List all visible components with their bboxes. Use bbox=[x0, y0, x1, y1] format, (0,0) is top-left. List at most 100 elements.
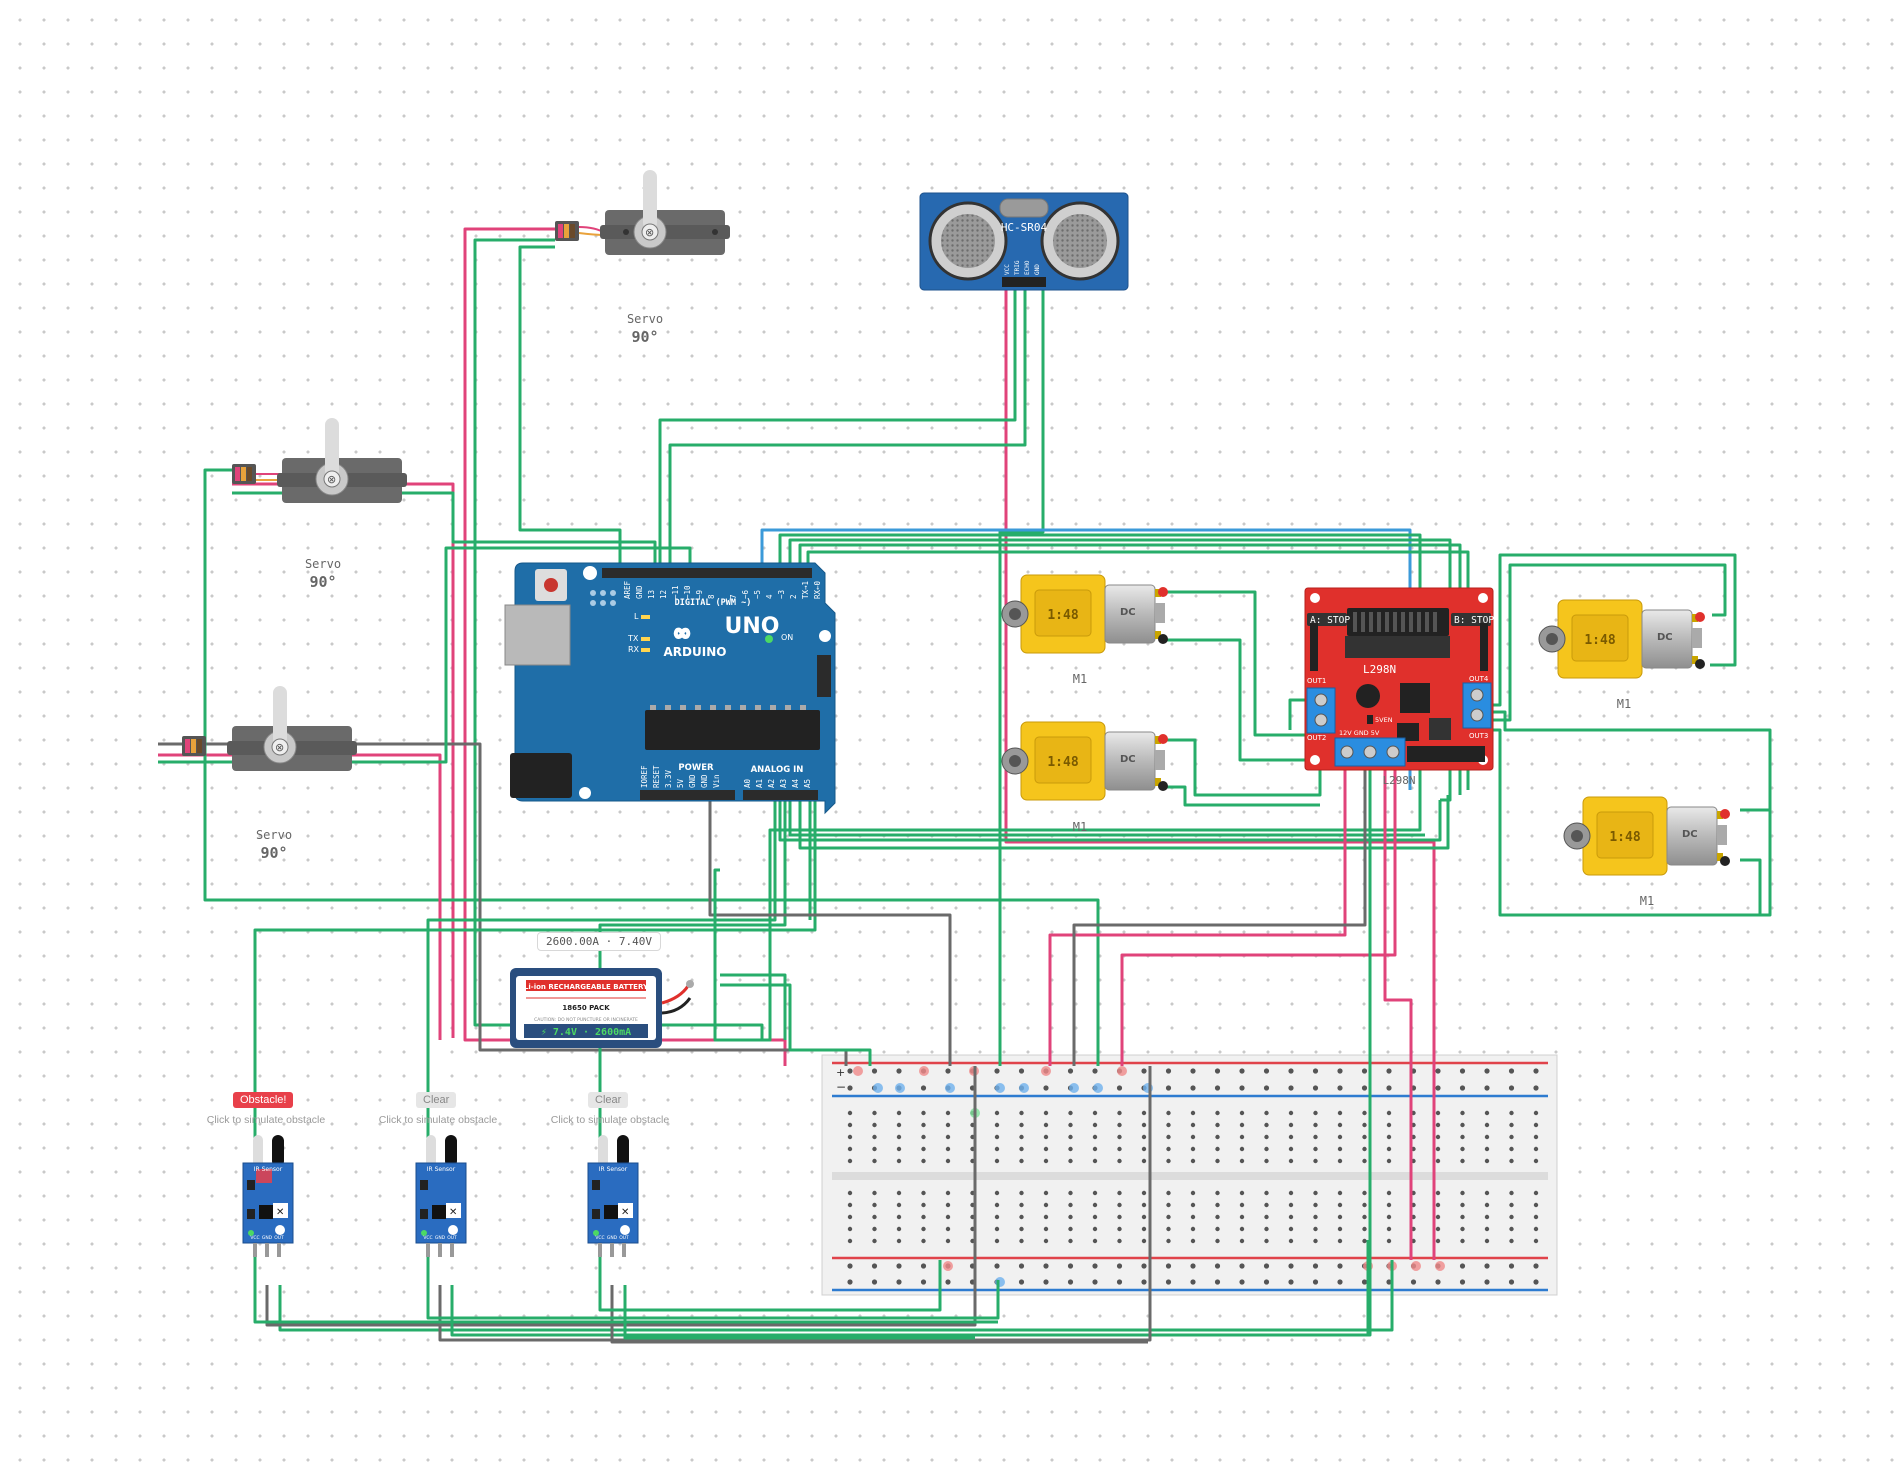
bb-hole[interactable] bbox=[1362, 1134, 1367, 1140]
wire[interactable] bbox=[158, 753, 442, 1040]
bb-hole[interactable] bbox=[1190, 1190, 1196, 1196]
wire[interactable] bbox=[1048, 765, 1347, 1066]
bb-hole[interactable] bbox=[1509, 1190, 1514, 1196]
bb-hole[interactable] bbox=[1068, 1226, 1073, 1232]
bb-hole[interactable] bbox=[1533, 1238, 1539, 1244]
bb-hole[interactable] bbox=[1092, 1068, 1098, 1074]
bb-hole[interactable] bbox=[1362, 1238, 1367, 1244]
bb-hole[interactable] bbox=[945, 1214, 951, 1220]
bb-hole[interactable] bbox=[945, 1158, 951, 1164]
bb-hole[interactable] bbox=[921, 1238, 926, 1244]
bb-hole[interactable] bbox=[896, 1190, 902, 1196]
wire[interactable] bbox=[798, 795, 1450, 850]
bb-hole[interactable] bbox=[1386, 1110, 1392, 1116]
bb-hole[interactable] bbox=[1460, 1202, 1465, 1208]
bb-hole[interactable] bbox=[1312, 1279, 1319, 1285]
bb-hole[interactable] bbox=[1264, 1146, 1269, 1152]
bb-hole[interactable] bbox=[1313, 1110, 1318, 1116]
wire[interactable] bbox=[158, 742, 848, 1066]
bb-hole[interactable] bbox=[1043, 1134, 1049, 1140]
bb-hole[interactable] bbox=[1165, 1085, 1172, 1091]
bb-hole[interactable] bbox=[847, 1134, 853, 1140]
bb-hole[interactable] bbox=[1508, 1263, 1515, 1269]
bb-hole[interactable] bbox=[994, 1214, 1000, 1220]
bb-hole[interactable] bbox=[1067, 1263, 1074, 1269]
bb-hole[interactable] bbox=[1460, 1110, 1465, 1116]
bb-hole[interactable] bbox=[1092, 1226, 1098, 1232]
bb-hole[interactable] bbox=[1288, 1190, 1294, 1196]
bb-hole[interactable] bbox=[1509, 1134, 1514, 1140]
wire[interactable] bbox=[598, 1260, 942, 1312]
bb-hole[interactable] bbox=[1166, 1226, 1171, 1232]
bb-hole[interactable] bbox=[1313, 1134, 1318, 1140]
bb-hole[interactable] bbox=[872, 1214, 877, 1220]
bb-hole[interactable] bbox=[920, 1279, 927, 1285]
bb-hole[interactable] bbox=[1239, 1279, 1245, 1285]
bb-hole[interactable] bbox=[1068, 1158, 1073, 1164]
bb-hole[interactable] bbox=[1215, 1226, 1220, 1232]
bb-hole[interactable] bbox=[1509, 1122, 1514, 1128]
bb-hole[interactable] bbox=[896, 1226, 902, 1232]
bb-hole[interactable] bbox=[1362, 1190, 1367, 1196]
bb-hole[interactable] bbox=[1337, 1158, 1343, 1164]
bb-hole[interactable] bbox=[1288, 1122, 1294, 1128]
bb-hole[interactable] bbox=[994, 1122, 1000, 1128]
bb-hole[interactable] bbox=[1215, 1134, 1220, 1140]
bb-hole[interactable] bbox=[1043, 1214, 1049, 1220]
bb-hole[interactable] bbox=[1509, 1226, 1514, 1232]
bb-hole[interactable] bbox=[1141, 1238, 1147, 1244]
bb-hole[interactable] bbox=[1362, 1110, 1367, 1116]
bb-hole[interactable] bbox=[847, 1214, 853, 1220]
bb-hole[interactable] bbox=[945, 1146, 951, 1152]
bb-hole[interactable] bbox=[1509, 1202, 1514, 1208]
motor-negative-terminal[interactable] bbox=[1158, 781, 1168, 791]
wire[interactable] bbox=[253, 1300, 998, 1324]
bb-hole[interactable] bbox=[1337, 1263, 1343, 1269]
bb-hole[interactable] bbox=[1018, 1263, 1025, 1269]
bb-hole[interactable] bbox=[1190, 1202, 1196, 1208]
bb-hole[interactable] bbox=[994, 1202, 1000, 1208]
bb-hole[interactable] bbox=[872, 1122, 877, 1128]
bb-hole[interactable] bbox=[1288, 1134, 1294, 1140]
bb-hole[interactable] bbox=[1313, 1202, 1318, 1208]
bb-hole[interactable] bbox=[1141, 1226, 1147, 1232]
bb-hole[interactable] bbox=[1460, 1122, 1465, 1128]
bb-hole[interactable] bbox=[1239, 1146, 1245, 1152]
bb-hole[interactable] bbox=[1190, 1146, 1196, 1152]
bb-hole[interactable] bbox=[1019, 1238, 1024, 1244]
bb-hole[interactable] bbox=[1117, 1146, 1122, 1152]
bb-hole[interactable] bbox=[1386, 1214, 1392, 1220]
bb-hole[interactable] bbox=[1043, 1279, 1049, 1285]
bb-hole[interactable] bbox=[1337, 1214, 1343, 1220]
bb-hole[interactable] bbox=[1117, 1134, 1122, 1140]
bb-hole[interactable] bbox=[1239, 1238, 1245, 1244]
bb-hole[interactable] bbox=[1435, 1122, 1441, 1128]
bb-hole[interactable] bbox=[1239, 1190, 1245, 1196]
bb-hole[interactable] bbox=[1141, 1158, 1147, 1164]
bb-hole[interactable] bbox=[872, 1134, 877, 1140]
bb-hole[interactable] bbox=[1019, 1122, 1024, 1128]
bb-hole[interactable] bbox=[1362, 1202, 1367, 1208]
bb-hole[interactable] bbox=[1264, 1238, 1269, 1244]
bb-hole[interactable] bbox=[1337, 1190, 1343, 1196]
bb-hole[interactable] bbox=[1214, 1263, 1221, 1269]
bb-hole[interactable] bbox=[1361, 1085, 1368, 1091]
bb-hole[interactable] bbox=[1116, 1085, 1123, 1091]
bb-hole[interactable] bbox=[1533, 1214, 1539, 1220]
wire[interactable] bbox=[998, 286, 1045, 1066]
bb-hole[interactable] bbox=[1239, 1214, 1245, 1220]
bb-hole[interactable] bbox=[872, 1238, 877, 1244]
wire[interactable] bbox=[1120, 765, 1397, 1066]
bb-hole[interactable] bbox=[1459, 1263, 1466, 1269]
bb-hole[interactable] bbox=[1435, 1190, 1441, 1196]
battery-pack[interactable]: Li-ion RECHARGEABLE BATTERY 18650 PACK C… bbox=[510, 968, 694, 1048]
bb-hole[interactable] bbox=[847, 1146, 853, 1152]
bb-hole[interactable] bbox=[1533, 1068, 1539, 1074]
bb-hole[interactable] bbox=[1264, 1110, 1269, 1116]
bb-hole[interactable] bbox=[1141, 1134, 1147, 1140]
bb-hole[interactable] bbox=[1288, 1068, 1294, 1074]
bb-hole[interactable] bbox=[1263, 1068, 1270, 1074]
bb-hole[interactable] bbox=[1386, 1202, 1392, 1208]
